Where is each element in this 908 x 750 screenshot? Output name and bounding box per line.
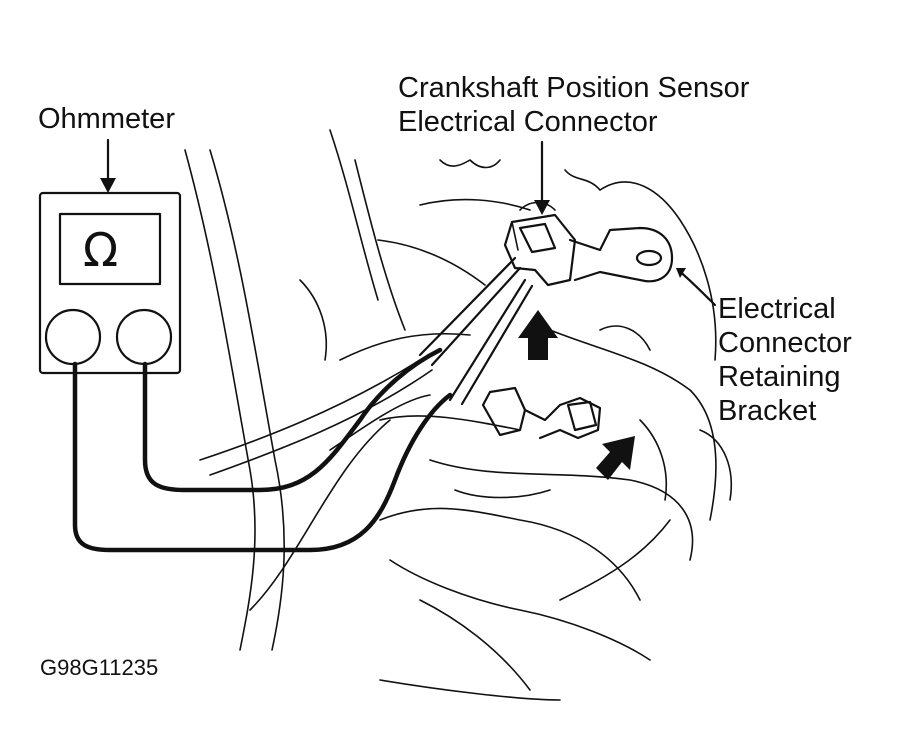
sensor-connector-label-line2: Electrical Connector (398, 106, 658, 138)
test-leads (72, 256, 534, 553)
bracket-label-line2: Connector (718, 327, 852, 359)
bracket-label-line3: Retaining (718, 361, 841, 393)
up-arrow-icon (518, 310, 558, 360)
bracket-label-line1: Electrical (718, 293, 836, 325)
sensor-connector-label-line1: Crankshaft Position Sensor (398, 72, 750, 104)
ohmmeter-symbol: Ω (83, 225, 118, 275)
second-connector (481, 386, 602, 440)
ohmmeter-label: Ohmmeter (38, 103, 175, 135)
omega-icon: Ω (83, 223, 119, 277)
engine-background (184, 129, 732, 701)
figure-code: G98G11235 (40, 655, 159, 680)
ohmmeter-device (38, 191, 182, 375)
bracket-label-line4: Bracket (718, 395, 817, 427)
callout-lines (100, 138, 717, 307)
diagonal-arrow-icon (596, 436, 635, 480)
sensor-connector (503, 213, 577, 287)
retaining-bracket (568, 226, 674, 283)
